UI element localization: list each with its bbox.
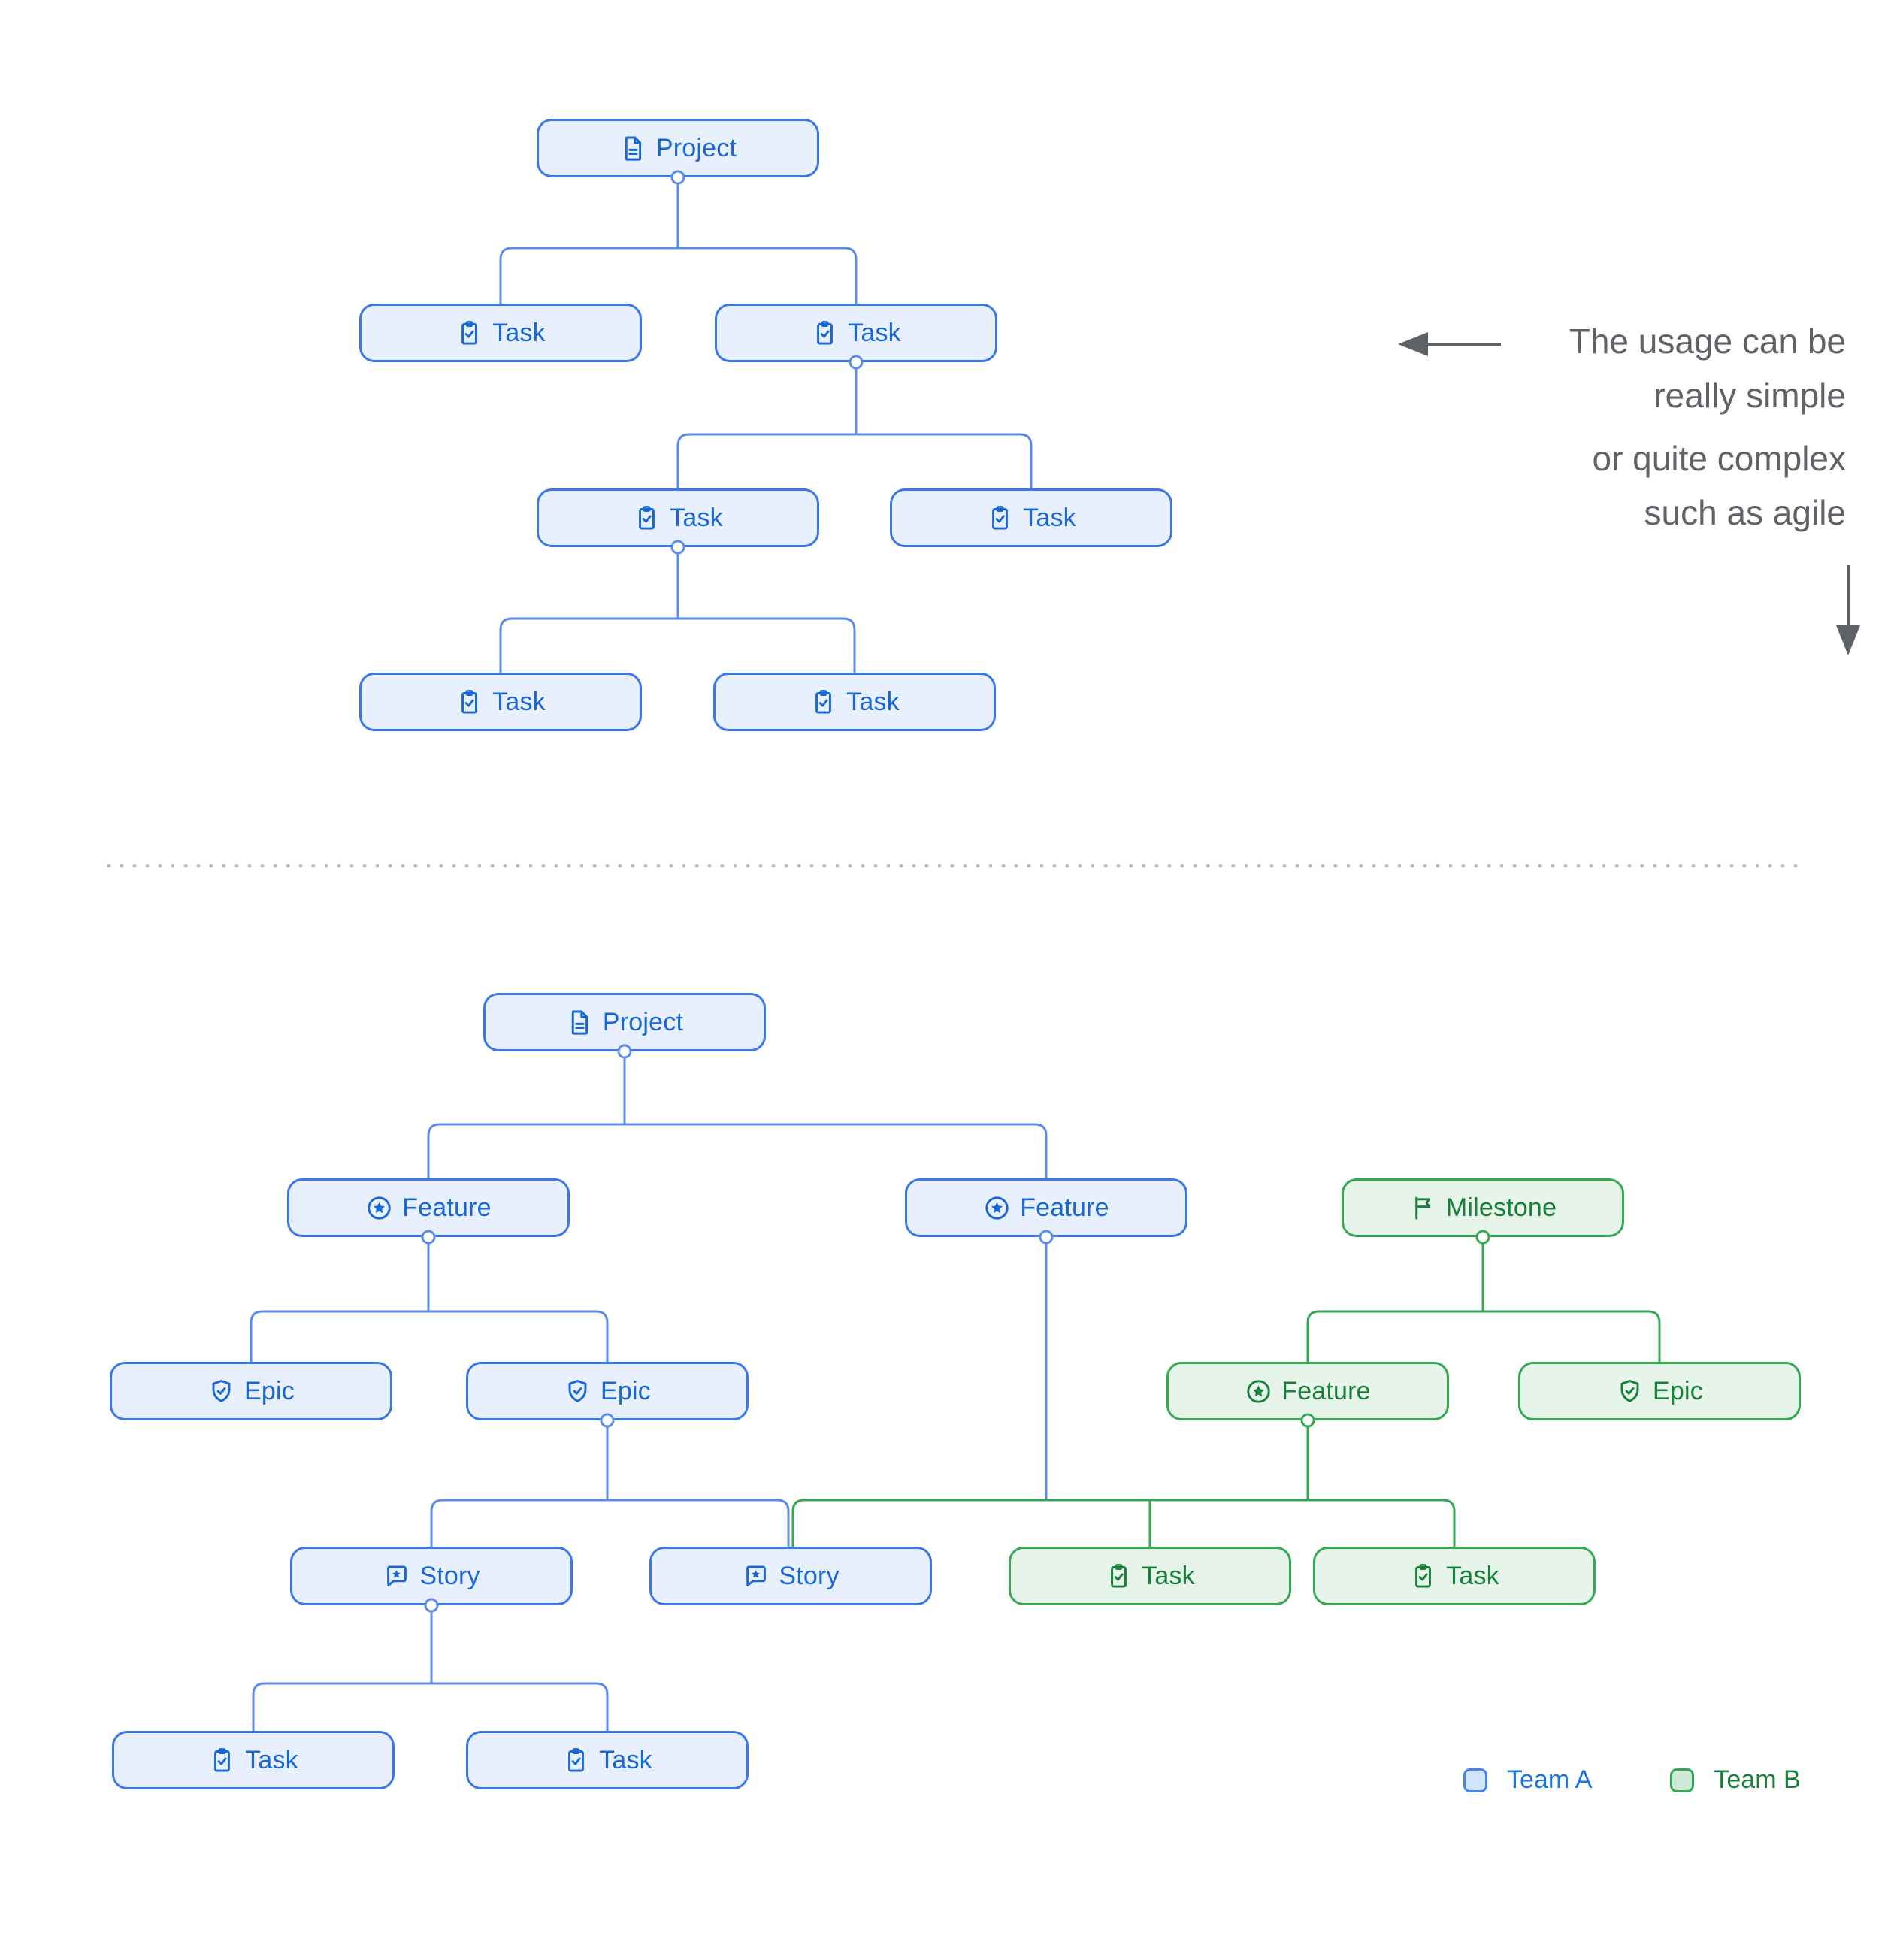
story-icon xyxy=(746,1565,767,1586)
down-arrow-head-icon xyxy=(1836,625,1860,655)
team-b-swatch-icon xyxy=(1670,1768,1695,1792)
tree-connector-blue xyxy=(430,1499,790,1547)
tree-connector-blue xyxy=(499,247,858,304)
node-label: Task xyxy=(670,503,723,532)
node-top-task-3: Task xyxy=(537,488,819,547)
node-label: Feature xyxy=(402,1193,492,1222)
node-top-task-4: Task xyxy=(890,488,1172,547)
node-label: Project xyxy=(655,133,737,162)
node-bot-epic-2: Epic xyxy=(466,1362,749,1420)
task-icon xyxy=(568,1747,585,1772)
node-bot-story-1: Story xyxy=(290,1547,573,1605)
node-label: Milestone xyxy=(1445,1193,1557,1222)
node-bot-epic-3: Epic xyxy=(1518,1362,1801,1420)
milestone-icon xyxy=(1415,1196,1430,1220)
tree-connector-green xyxy=(791,1499,1456,1547)
legend-item-team-b: Team B xyxy=(1670,1765,1801,1795)
epic-icon xyxy=(212,1379,231,1402)
annotation-line-4: such as agile xyxy=(1644,493,1847,532)
epic-icon xyxy=(568,1379,587,1402)
tree-connector-blue xyxy=(252,1682,609,1731)
node-label: Epic xyxy=(601,1376,651,1405)
task-icon xyxy=(815,689,832,714)
node-top-project: Project xyxy=(537,119,819,177)
node-label: Task xyxy=(1446,1561,1499,1590)
feature-icon xyxy=(368,1196,391,1220)
node-bot-task-g1: Task xyxy=(1009,1547,1291,1605)
node-label: Task xyxy=(599,1745,652,1774)
tree-connector-blue xyxy=(250,1310,609,1362)
task-icon xyxy=(1415,1563,1432,1588)
story-icon xyxy=(387,1565,407,1586)
annotation-line-2: really simple xyxy=(1653,376,1846,415)
node-top-task-6: Task xyxy=(713,673,996,731)
annotation-line-3: or quite complex xyxy=(1592,439,1847,478)
node-label: Task xyxy=(1142,1561,1195,1590)
node-label: Task xyxy=(492,318,546,347)
node-label: Project xyxy=(602,1007,684,1036)
node-bot-milestone: Milestone xyxy=(1342,1178,1624,1237)
legend: Team A Team B xyxy=(1463,1765,1801,1795)
document-icon xyxy=(625,136,641,161)
document-icon xyxy=(571,1010,588,1035)
epic-icon xyxy=(1620,1379,1639,1402)
node-label: Feature xyxy=(1281,1376,1371,1405)
node-label: Task xyxy=(492,687,546,716)
node-label: Task xyxy=(846,687,900,716)
team-a-swatch-icon xyxy=(1463,1768,1487,1792)
legend-label-team-a: Team A xyxy=(1507,1765,1593,1794)
feature-icon xyxy=(1247,1379,1270,1403)
node-top-task-2: Task xyxy=(715,304,997,362)
node-label: Task xyxy=(848,318,901,347)
node-bot-task-b1: Task xyxy=(112,1731,395,1789)
annotation-paragraph-complex: or quite complex such as agile xyxy=(1569,431,1847,540)
node-bot-task-b2: Task xyxy=(466,1731,749,1789)
feature-icon xyxy=(985,1196,1009,1220)
task-icon xyxy=(817,320,834,345)
node-label: Feature xyxy=(1020,1193,1109,1222)
task-icon xyxy=(1111,1563,1127,1588)
annotation-line-1: The usage can be xyxy=(1569,322,1846,361)
annotation-paragraph-simple: The usage can be really simple xyxy=(1569,314,1846,422)
node-bot-epic-1: Epic xyxy=(110,1362,392,1420)
node-label: Story xyxy=(779,1561,840,1590)
node-bot-project: Project xyxy=(483,993,766,1051)
node-label: Epic xyxy=(244,1376,295,1405)
legend-item-team-a: Team A xyxy=(1463,1765,1592,1795)
task-icon xyxy=(639,505,655,530)
node-top-task-1: Task xyxy=(359,304,642,362)
legend-label-team-b: Team B xyxy=(1714,1765,1801,1794)
left-arrow-head-icon xyxy=(1398,332,1428,356)
node-top-task-5: Task xyxy=(359,673,642,731)
task-icon xyxy=(214,1747,231,1772)
task-icon xyxy=(461,689,478,714)
node-bot-feature-2: Feature xyxy=(905,1178,1187,1237)
node-bot-task-g2: Task xyxy=(1313,1547,1596,1605)
node-bot-feature-3: Feature xyxy=(1166,1362,1449,1420)
node-label: Task xyxy=(1023,503,1076,532)
task-icon xyxy=(461,320,478,345)
node-label: Task xyxy=(245,1745,298,1774)
task-icon xyxy=(992,505,1009,530)
tree-connector-green xyxy=(1306,1310,1661,1362)
node-bot-feature-1: Feature xyxy=(287,1178,570,1237)
tree-connector-blue xyxy=(427,1123,1048,1178)
tree-connector-blue xyxy=(676,433,1033,488)
node-label: Epic xyxy=(1653,1376,1703,1405)
node-bot-story-2: Story xyxy=(649,1547,932,1605)
node-label: Story xyxy=(419,1561,480,1590)
annotation-text: The usage can be really simple or quite … xyxy=(1569,314,1846,540)
tree-connector-blue xyxy=(499,617,856,673)
